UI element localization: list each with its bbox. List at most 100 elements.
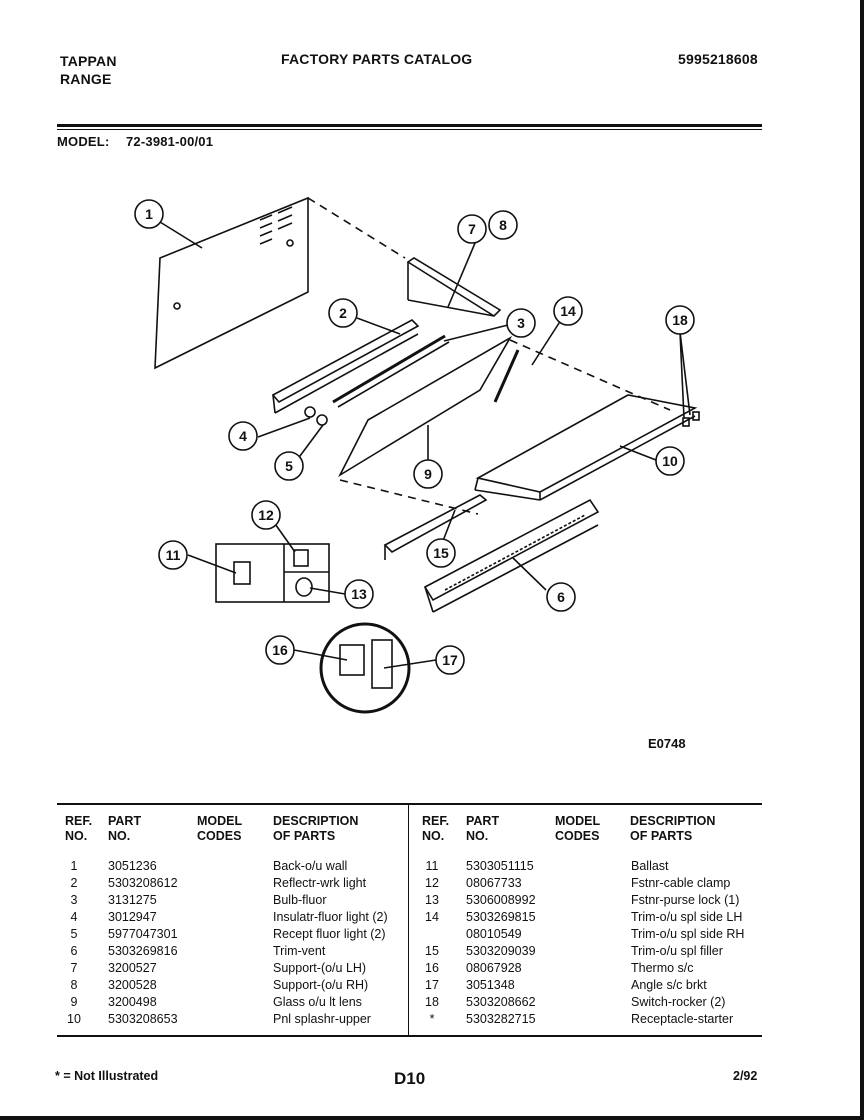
cell-desc: Reflectr-wrk light — [273, 876, 367, 890]
cell-desc: Receptacle-starter — [631, 1012, 734, 1026]
callout-15: 15 — [433, 545, 449, 561]
header-rule-thin — [57, 129, 762, 130]
table-row: 11 5303051115 Ballast — [418, 858, 763, 875]
cell-desc: Back-o/u wall — [273, 859, 348, 873]
cell-part: 3131275 — [108, 893, 157, 907]
cell-part: 5303209039 — [466, 944, 536, 958]
callout-4: 4 — [239, 428, 247, 444]
page-number: D10 — [394, 1069, 426, 1088]
cell-ref: 7 — [70, 961, 78, 975]
cell-desc: Angle s/c brkt — [631, 978, 707, 992]
table-row: 1 3051236 Back-o/u wall — [60, 858, 405, 875]
model-label: MODEL: — [57, 134, 110, 149]
cell-desc: Switch-rocker (2) — [631, 995, 726, 1009]
cell-ref: 13 — [425, 893, 439, 907]
cell-desc: Bulb-fluor — [273, 893, 327, 907]
cell-part: 3200528 — [108, 978, 157, 992]
callout-1: 1 — [145, 206, 153, 222]
cell-desc: Insulatr-fluor light (2) — [273, 910, 388, 924]
cell-part: 3012947 — [108, 910, 157, 924]
cell-ref: 10 — [67, 1012, 81, 1026]
cell-ref: 14 — [425, 910, 439, 924]
model-value: 72-3981-00/01 — [126, 134, 214, 149]
cell-desc: Thermo s/c — [631, 961, 694, 975]
callout-7: 7 — [468, 221, 476, 237]
brand-line2: RANGE — [60, 71, 112, 87]
cell-ref: 1 — [70, 859, 78, 873]
callout-11: 11 — [166, 547, 181, 563]
cell-desc: Fstnr-cable clamp — [631, 876, 731, 890]
callout-16: 16 — [272, 642, 288, 658]
part-back-wall — [154, 196, 309, 370]
footnote: * = Not Illustrated — [55, 1069, 159, 1083]
cell-part: 5303208653 — [108, 1012, 178, 1026]
table-row: * 5303282715 Receptacle-starter — [418, 1011, 763, 1028]
cell-desc: Trim-o/u spl side RH — [631, 927, 745, 941]
cell-desc: Trim-vent — [273, 944, 326, 958]
callout-12: 12 — [258, 507, 274, 523]
cell-ref: 4 — [70, 910, 78, 924]
cell-part: 5303269815 — [466, 910, 536, 924]
header-rule-thick — [57, 124, 762, 127]
cell-part: 5303051115 — [466, 859, 534, 873]
cell-desc: Support-(o/u LH) — [273, 961, 367, 975]
cell-part: 3051236 — [108, 859, 157, 873]
table-divider — [408, 803, 409, 1035]
table-row: 10 5303208653 Pnl splashr-upper — [60, 1011, 405, 1028]
cell-part: 5303282715 — [466, 1012, 536, 1026]
cell-ref: 12 — [425, 876, 439, 890]
cell-desc: Trim-o/u spl filler — [631, 944, 723, 958]
cell-ref: 17 — [425, 978, 439, 992]
cell-desc: Trim-o/u spl side LH — [631, 910, 743, 924]
callout-8: 8 — [499, 217, 507, 233]
catalog-title: FACTORY PARTS CATALOG — [281, 51, 473, 67]
callout-3: 3 — [517, 315, 525, 331]
cell-part: 3051348 — [466, 978, 515, 992]
cell-part: 08067733 — [466, 876, 522, 890]
table-row: 17 3051348 Angle s/c brkt — [418, 977, 763, 994]
cell-desc: Glass o/u lt lens — [273, 995, 362, 1009]
left-header-ref: REF.NO. — [65, 814, 93, 843]
cell-desc: Ballast — [631, 859, 669, 873]
table-bottom-rule — [57, 1035, 762, 1037]
cell-part: 5306008992 — [466, 893, 536, 907]
cell-ref: 15 — [425, 944, 439, 958]
right-header-ref: REF.NO. — [422, 814, 450, 843]
callout-10: 10 — [662, 453, 678, 469]
figure-code: E0748 — [648, 736, 686, 751]
table-row: 12 08067733 Fstnr-cable clamp — [418, 875, 763, 892]
cell-ref: 2 — [70, 876, 78, 890]
cell-part: 5303208662 — [466, 995, 536, 1009]
cell-ref: 8 — [70, 978, 78, 992]
cell-ref: 11 — [425, 859, 439, 873]
cell-ref: * — [429, 1012, 435, 1026]
cell-desc: Support-(o/u RH) — [273, 978, 369, 992]
right-parts-list: 11 5303051115 Ballast 12 08067733 Fstnr-cable… — [418, 858, 763, 1028]
callout-17: 17 — [442, 652, 458, 668]
cell-part: 5303269816 — [108, 944, 178, 958]
catalog-number: 5995218608 — [678, 51, 758, 67]
exploded-parts-diagram: 1 2 3 4 5 6 7 8 9 10 11 12 13 14 15 16 1… — [134, 196, 700, 714]
cell-desc: Pnl splashr-upper — [273, 1012, 371, 1026]
table-row: 15 5303209039 Trim-o/u spl filler — [418, 943, 763, 960]
callout-14: 14 — [560, 303, 576, 319]
table-row: 18 5303208662 Switch-rocker (2) — [418, 994, 763, 1011]
callout-2: 2 — [339, 305, 347, 321]
callout-5: 5 — [285, 458, 293, 474]
cell-ref: 18 — [425, 995, 439, 1009]
